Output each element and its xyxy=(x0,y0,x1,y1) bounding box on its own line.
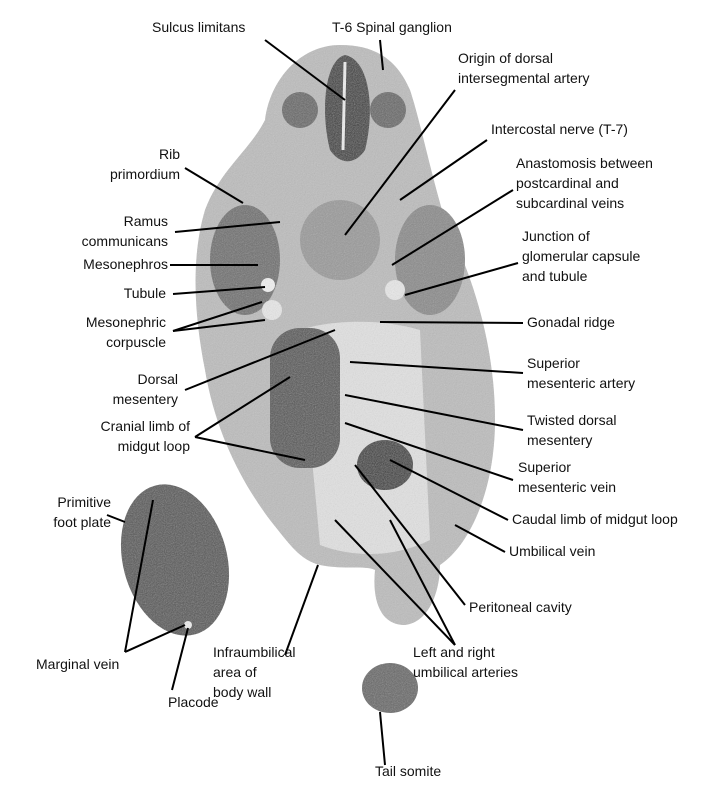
label-placode: Placode xyxy=(168,694,219,710)
label-gonadal-ridge: Gonadal ridge xyxy=(527,314,615,330)
label-line: midgut loop xyxy=(117,438,190,454)
label-line: postcardinal and xyxy=(516,175,619,191)
label-line: Primitive xyxy=(57,494,111,510)
mesonephros-left xyxy=(210,205,280,315)
label-line: primordium xyxy=(109,166,180,182)
label-line: corpuscle xyxy=(106,334,166,350)
label-umbilical-arteries: Left and right umbilical arteries xyxy=(413,642,518,682)
leader-lines xyxy=(106,39,524,766)
label-line: subcardinal veins xyxy=(516,195,625,211)
label-caudal-limb: Caudal limb of midgut loop xyxy=(512,511,678,527)
label-line: mesentery xyxy=(527,432,593,448)
label-line: Cranial limb of xyxy=(100,418,190,434)
label-line: Mesonephric xyxy=(85,314,166,330)
label-cranial-limb: Cranial limb of midgut loop xyxy=(101,416,190,456)
label-umbilical-vein: Umbilical vein xyxy=(509,543,596,559)
label-line: mesenteric artery xyxy=(527,375,636,391)
label-line: mesentery xyxy=(112,391,178,407)
label-spinal-ganglion: T-6 Spinal ganglion xyxy=(332,19,452,35)
label-origin-dorsal-artery: Origin of dorsal intersegmental artery xyxy=(458,48,590,88)
cranial-limb-midgut xyxy=(270,328,340,468)
label-tubule: Tubule xyxy=(123,285,166,301)
label-line: body wall xyxy=(213,684,272,700)
label-line: Twisted dorsal xyxy=(527,412,617,428)
label-dorsal-mesentery: Dorsal mesentery xyxy=(113,369,178,409)
label-line: mesenteric vein xyxy=(518,479,617,495)
label-mesonephric-corpuscle: Mesonephric corpuscle xyxy=(86,312,166,352)
label-line: Superior xyxy=(527,355,580,371)
caudal-limb-midgut xyxy=(357,440,413,490)
label-line: foot plate xyxy=(53,514,111,530)
label-intercostal-nerve: Intercostal nerve (T-7) xyxy=(491,121,628,137)
label-twisted-dorsal-mesentery: Twisted dorsal mesentery xyxy=(527,410,616,450)
label-line: Superior xyxy=(518,459,571,475)
label-line: Rib xyxy=(158,146,180,162)
label-line: area of xyxy=(213,664,257,680)
marginal-vein-dot xyxy=(184,621,192,629)
label-rib-primordium: Rib primordium xyxy=(110,144,180,184)
dorsal-aorta-region xyxy=(300,200,380,280)
label-line: communicans xyxy=(81,233,168,249)
label-mesonephros: Mesonephros xyxy=(83,256,168,272)
label-peritoneal-cavity: Peritoneal cavity xyxy=(469,599,572,615)
tubule xyxy=(261,278,275,292)
label-line: Dorsal xyxy=(137,371,178,387)
label-line: intersegmental artery xyxy=(458,70,590,86)
label-infraumbilical: Infraumbilical area of body wall xyxy=(213,642,295,702)
label-line: Infraumbilical xyxy=(213,644,296,660)
corpuscle xyxy=(262,300,282,320)
label-line: Left and right xyxy=(413,644,495,660)
label-ramus-communicans: Ramus communicans xyxy=(82,211,168,251)
label-line: Anastomosis between xyxy=(516,155,653,171)
foot-plate xyxy=(120,484,230,636)
label-marginal-vein: Marginal vein xyxy=(36,656,120,672)
label-superior-mesenteric-vein: Superior mesenteric vein xyxy=(518,457,616,497)
label-line: glomerular capsule xyxy=(522,248,641,264)
label-sulcus-limitans: Sulcus limitans xyxy=(152,19,246,35)
label-junction: Junction of glomerular capsule and tubule xyxy=(522,226,640,286)
label-line: umbilical arteries xyxy=(413,664,519,680)
tail-section xyxy=(362,663,418,713)
label-line: Junction of xyxy=(522,228,590,244)
label-foot-plate: Primitive foot plate xyxy=(53,492,111,532)
neural-tube xyxy=(325,55,370,162)
sulcus-lumen xyxy=(341,61,347,151)
mesonephros-right xyxy=(395,205,465,315)
label-tail-somite: Tail somite xyxy=(375,763,442,779)
label-line: and tubule xyxy=(522,268,588,284)
glomerulus-right xyxy=(385,280,405,300)
label-superior-mesenteric-artery: Superior mesenteric artery xyxy=(527,353,635,393)
spinal-ganglion-left xyxy=(282,92,318,128)
label-line: Ramus xyxy=(123,213,168,229)
label-anastomosis: Anastomosis between postcardinal and subca… xyxy=(516,153,653,213)
label-line: Origin of dorsal xyxy=(458,50,553,66)
spinal-ganglion-right xyxy=(370,92,406,128)
